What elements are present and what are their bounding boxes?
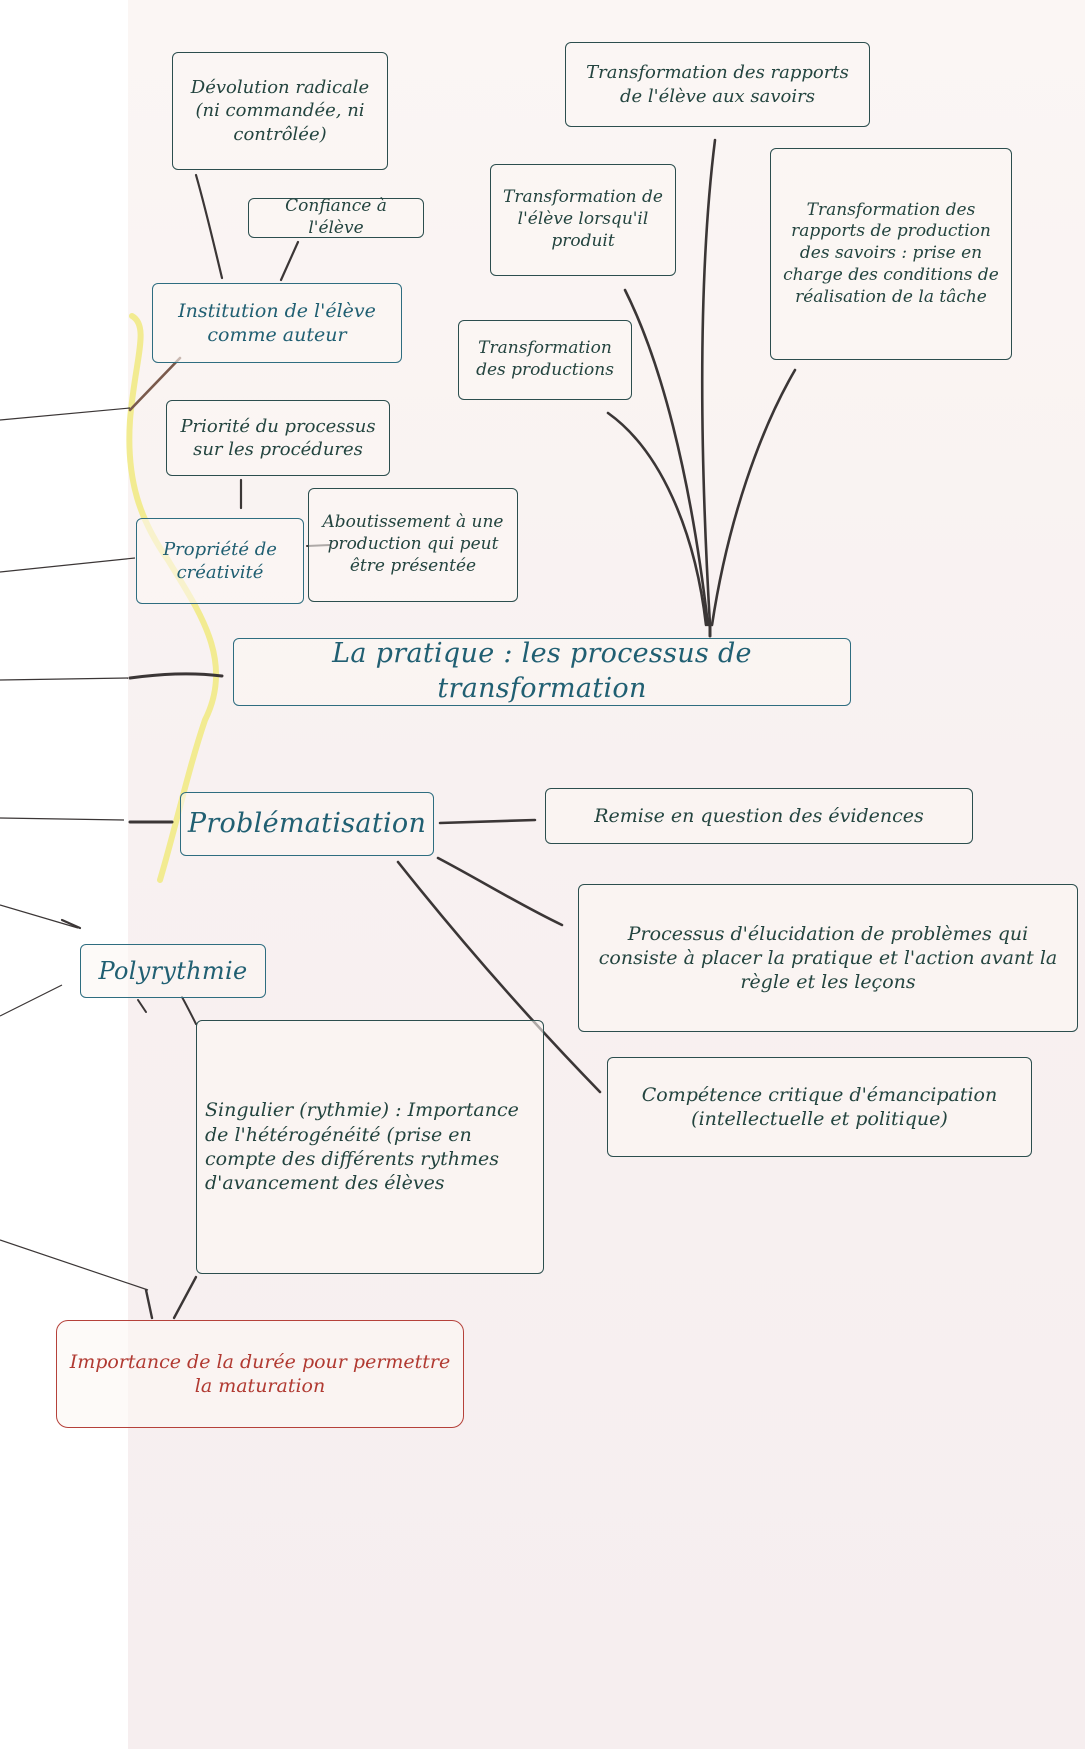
connector-polyrythmie-left bbox=[60, 918, 82, 930]
node-transformation-productions: Transformation des productions bbox=[458, 320, 632, 400]
node-devolution-text: Dévolution radicale (ni commandée, ni co… bbox=[190, 77, 370, 145]
connector-confiance bbox=[279, 240, 300, 282]
node-remise-text: Remise en question des évidences bbox=[594, 804, 924, 827]
node-priorite: Priorité du processus sur les procédures bbox=[166, 400, 390, 476]
node-devolution: Dévolution radicale (ni commandée, ni co… bbox=[172, 52, 388, 170]
node-competence: Compétence critique d'émancipation (inte… bbox=[607, 1057, 1032, 1157]
node-transformation-rapports: Transformation des rapports de l'élève a… bbox=[565, 42, 870, 127]
connector-fan-rapports bbox=[700, 138, 717, 627]
connector-pratique-left bbox=[128, 672, 224, 680]
connector-problematisation-competence bbox=[396, 860, 602, 1094]
node-processus: Processus d'élucidation de problèmes qui… bbox=[578, 884, 1078, 1032]
node-propriete: Propriété de créativité bbox=[136, 518, 304, 604]
node-singulier: Singulier (rythmie) : Importance de l'hé… bbox=[196, 1020, 544, 1274]
node-processus-text: Processus d'élucidation de problèmes qui… bbox=[598, 922, 1058, 994]
connector-polyrythmie-singulier bbox=[181, 996, 197, 1025]
edge-line bbox=[0, 407, 131, 421]
node-transformation-eleve-text: Transformation de l'élève lorsqu'il prod… bbox=[503, 187, 663, 251]
node-confiance-text: Confiance à l'élève bbox=[285, 196, 387, 238]
node-remise: Remise en question des évidences bbox=[545, 788, 973, 844]
edge-line bbox=[0, 677, 129, 681]
node-institution-text: Institution de l'élève comme auteur bbox=[178, 299, 376, 346]
node-aboutissement-text: Aboutissement à une production qui peut … bbox=[322, 512, 504, 576]
node-propriete-text: Propriété de créativité bbox=[163, 538, 277, 583]
connector-problematisation-remise bbox=[438, 818, 537, 825]
node-transformation-eleve: Transformation de l'élève lorsqu'il prod… bbox=[490, 164, 676, 276]
node-institution: Institution de l'élève comme auteur bbox=[152, 283, 402, 363]
left-page-strip bbox=[0, 0, 128, 1749]
edge-line bbox=[0, 817, 125, 821]
node-polyrythmie-text: Polyrythmie bbox=[98, 956, 248, 985]
node-transformation-rapports-text: Transformation des rapports de l'élève a… bbox=[586, 62, 849, 107]
node-singulier-text: Singulier (rythmie) : Importance de l'hé… bbox=[205, 1099, 519, 1195]
node-priorite-text: Priorité du processus sur les procédures bbox=[180, 415, 376, 460]
connector-fan-productions bbox=[606, 411, 708, 627]
node-competence-text: Compétence critique d'émancipation (inte… bbox=[641, 1083, 998, 1130]
edge-line bbox=[0, 557, 136, 573]
node-problematisation: Problématisation bbox=[180, 792, 434, 856]
node-transformation-production: Transformation des rapports de productio… bbox=[770, 148, 1012, 360]
connector-fan-eleve bbox=[623, 288, 710, 627]
node-pratique-text: La pratique : les processus de transform… bbox=[332, 638, 752, 704]
node-transformation-production-text: Transformation des rapports de productio… bbox=[783, 199, 999, 307]
node-polyrythmie: Polyrythmie bbox=[80, 944, 266, 998]
edge-line bbox=[0, 984, 63, 1017]
connector-importance-singulier bbox=[172, 1275, 198, 1320]
node-importance-duree: Importance de la durée pour permettre la… bbox=[56, 1320, 464, 1428]
connector-importance-left bbox=[144, 1288, 154, 1320]
node-transformation-productions-text: Transformation des productions bbox=[476, 338, 614, 380]
connector-problematisation-processus bbox=[436, 856, 564, 927]
edge-line bbox=[0, 1239, 149, 1291]
edge-line bbox=[0, 904, 79, 929]
connector-devolution bbox=[194, 173, 224, 280]
node-importance-duree-text: Importance de la durée pour permettre la… bbox=[69, 1350, 451, 1397]
node-pratique: La pratique : les processus de transform… bbox=[233, 638, 851, 706]
node-confiance: Confiance à l'élève bbox=[248, 196, 424, 238]
node-aboutissement: Aboutissement à une production qui peut … bbox=[308, 488, 518, 602]
connector-institution-left bbox=[128, 356, 182, 412]
connector-polyrythmie-down bbox=[137, 999, 147, 1013]
connector-fan-production bbox=[710, 368, 797, 627]
node-problematisation-text: Problématisation bbox=[187, 807, 427, 839]
